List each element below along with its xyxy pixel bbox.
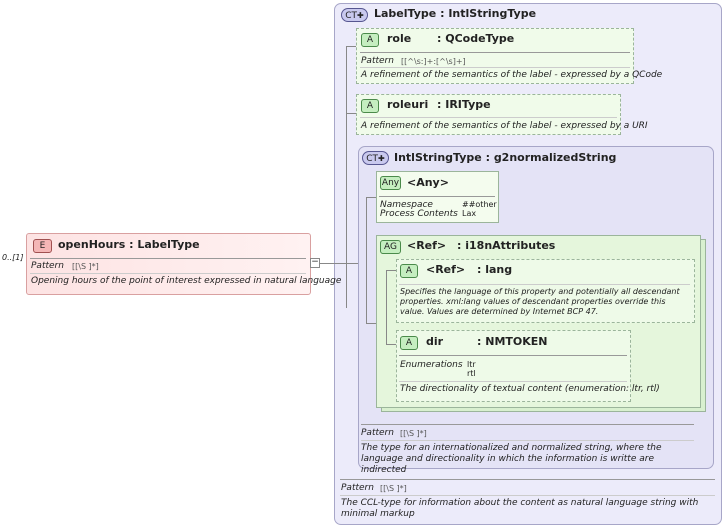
role-type: : QCodeType <box>437 32 515 45</box>
role-description: A refinement of the semantics of the lab… <box>361 70 663 80</box>
lang-type: : lang <box>477 263 513 276</box>
any-icon: Any <box>380 176 401 190</box>
dir-description: The directionality of textual content (e… <box>400 384 660 394</box>
intlstring-pattern-label: Pattern <box>361 428 394 438</box>
labeltype-description: The CCL-type for information about the c… <box>341 498 699 519</box>
element-title: openHours : LabelType <box>58 238 200 251</box>
intlstring-description: The type for an internationalized and no… <box>361 443 662 475</box>
any-process-value: Lax <box>462 209 477 218</box>
element-cardinality: 0..[1] <box>2 253 24 262</box>
roleuri-type: : IRIType <box>437 98 491 111</box>
labeltype-title: LabelType : IntlStringType <box>374 7 537 20</box>
role-name: role <box>387 32 412 45</box>
any-process-label: Process Contents <box>380 209 458 219</box>
dir-name: dir <box>426 335 444 348</box>
role-pattern-label: Pattern <box>361 56 394 66</box>
role-pattern-value: [[^\s:]+:[^\s]+] <box>401 57 466 66</box>
lang-name: <Ref> <box>426 263 466 276</box>
attribute-icon: A <box>361 33 379 47</box>
dir-enum-label: Enumerations <box>400 360 463 370</box>
element-description: Opening hours of the point of interest e… <box>31 276 342 286</box>
any-namespace-label: Namespace <box>380 200 433 210</box>
minus-box-icon[interactable]: − <box>310 257 320 268</box>
ag-name: <Ref> <box>407 239 447 252</box>
element-pattern-label: Pattern <box>31 261 64 271</box>
attribute-icon: A <box>361 99 379 113</box>
labeltype-pattern-label: Pattern <box>341 483 374 493</box>
intlstring-title: IntlStringType : g2normalizedString <box>394 151 617 164</box>
any-namespace-value: ##other <box>462 200 497 209</box>
attribute-icon: A <box>400 336 418 350</box>
roleuri-attribute-box[interactable] <box>356 94 621 135</box>
intlstring-pattern-value: [[\S ]*] <box>400 429 427 438</box>
role-attribute-box[interactable] <box>356 28 634 84</box>
dir-attribute-box[interactable] <box>396 330 631 402</box>
lang-description: Specifies the language of this property … <box>400 287 680 316</box>
ct-plus-icon: CT✚ <box>341 8 368 22</box>
attribute-group-icon: AG <box>380 240 401 254</box>
any-name: <Any> <box>407 176 449 189</box>
element-icon: E <box>33 239 52 253</box>
labeltype-pattern-value: [[\S ]*] <box>380 484 407 493</box>
ag-type: : i18nAttributes <box>457 239 556 252</box>
dir-enum-value-ltr: ltr <box>467 360 476 369</box>
attribute-icon: A <box>400 264 418 278</box>
dir-enum-value-rtl: rtl <box>467 369 476 378</box>
element-box[interactable] <box>26 233 311 295</box>
ct-plus-icon: CT✚ <box>362 151 389 165</box>
lang-attribute-box[interactable] <box>396 259 695 323</box>
dir-type: : NMTOKEN <box>477 335 548 348</box>
roleuri-description: A refinement of the semantics of the lab… <box>361 121 648 131</box>
roleuri-name: roleuri <box>387 98 429 111</box>
element-pattern-value: [[\S ]*] <box>72 262 99 271</box>
